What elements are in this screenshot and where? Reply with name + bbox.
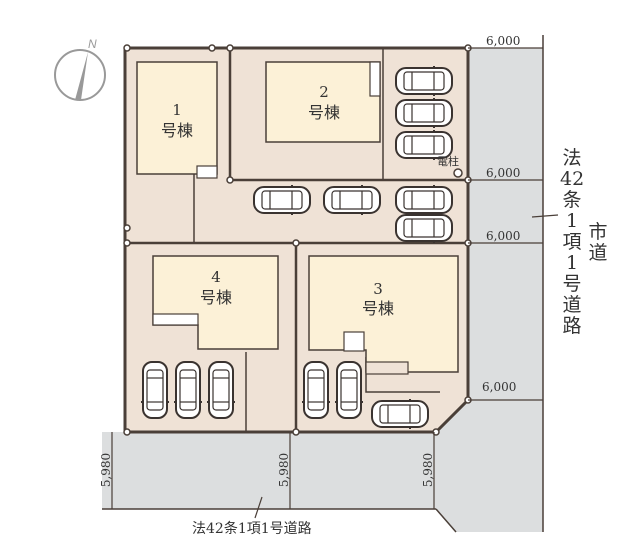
east-road-legal-label: 法 42 条 1 項 1 号 道 路 bbox=[560, 148, 584, 337]
building-3-suffix: 号棟 bbox=[362, 299, 394, 318]
char: 条 bbox=[562, 189, 582, 211]
parking-car bbox=[140, 361, 170, 419]
char: 道 bbox=[588, 242, 608, 264]
south-road-width-1: 5,980 bbox=[99, 453, 113, 487]
building-1-suffix: 号棟 bbox=[161, 121, 193, 140]
char: 路 bbox=[562, 315, 582, 337]
north-compass-icon: N bbox=[54, 37, 106, 101]
utility-pole-icon bbox=[453, 168, 463, 178]
building-3 bbox=[308, 255, 459, 375]
parking-car bbox=[334, 361, 364, 419]
char: 市 bbox=[588, 221, 608, 243]
building-1-number: 1 bbox=[172, 101, 182, 119]
parking-car bbox=[173, 361, 203, 419]
svg-text:N: N bbox=[88, 37, 97, 51]
building-2-number: 2 bbox=[319, 83, 329, 101]
south-road-width-2: 5,980 bbox=[277, 453, 291, 487]
parking-car bbox=[253, 184, 311, 216]
east-road bbox=[436, 48, 543, 532]
building-2-suffix: 号棟 bbox=[308, 103, 340, 122]
parking-car bbox=[395, 65, 453, 97]
char: 道 bbox=[562, 294, 582, 316]
char: 項 bbox=[562, 231, 582, 253]
south-road-label: 法42条1項1号道路 bbox=[192, 521, 312, 537]
char: 法 bbox=[562, 147, 582, 169]
parking-car bbox=[395, 97, 453, 129]
east-road-type-label: 市 道 bbox=[586, 222, 610, 264]
parking-car bbox=[395, 212, 453, 244]
parking-car bbox=[323, 184, 381, 216]
east-road-width-4: 6,000 bbox=[482, 380, 516, 394]
building-4 bbox=[152, 255, 279, 350]
utility-pole-label: 電柱 bbox=[437, 154, 459, 168]
char: 号 bbox=[562, 273, 582, 295]
south-road bbox=[102, 432, 442, 509]
char: 42 bbox=[560, 168, 585, 190]
east-road-width-3: 6,000 bbox=[486, 229, 520, 243]
east-road-width-2: 6,000 bbox=[486, 166, 520, 180]
building-2 bbox=[265, 61, 381, 143]
parking-car bbox=[301, 361, 331, 419]
parking-car bbox=[206, 361, 236, 419]
char: 1 bbox=[565, 210, 579, 232]
char: 1 bbox=[565, 252, 579, 274]
parking-car bbox=[395, 184, 453, 216]
building-3-number: 3 bbox=[373, 280, 383, 298]
building-4-suffix: 号棟 bbox=[200, 288, 232, 307]
east-road-width-1: 6,000 bbox=[486, 34, 520, 48]
building-1 bbox=[136, 61, 218, 179]
parking-car bbox=[371, 398, 429, 430]
south-road-width-3: 5,980 bbox=[421, 453, 435, 487]
building-4-number: 4 bbox=[211, 268, 221, 286]
